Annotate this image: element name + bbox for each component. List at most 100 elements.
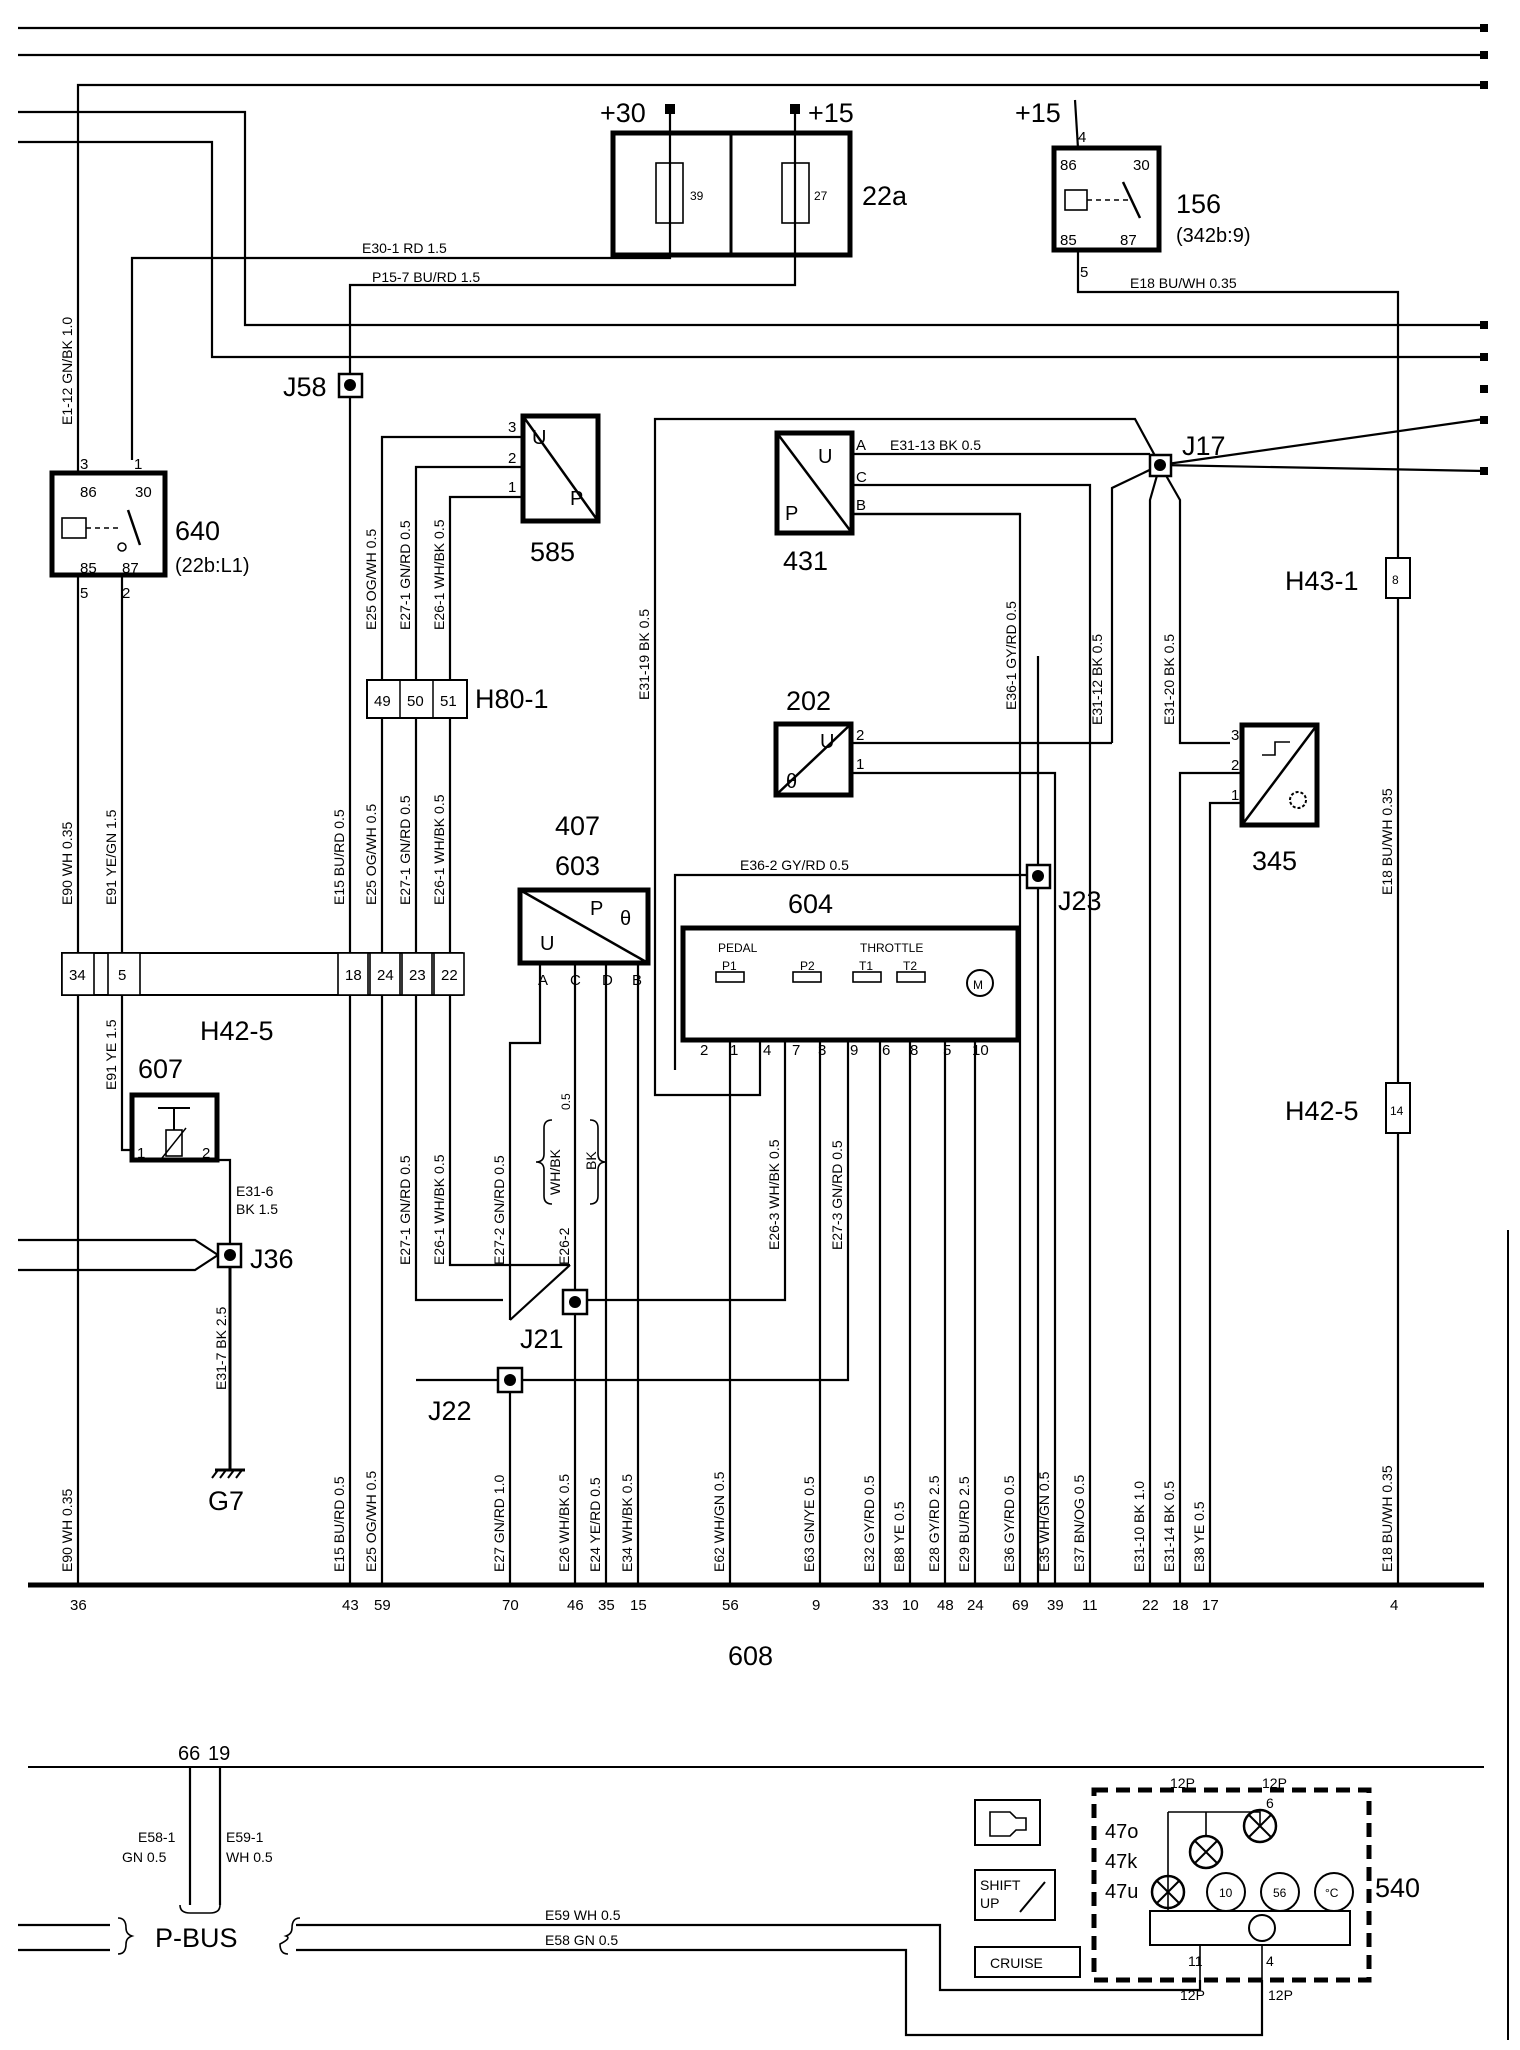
ecu-pin: 9 xyxy=(812,1597,820,1614)
ecu-pin: 10 xyxy=(902,1597,919,1614)
svg-text:CRUISE: CRUISE xyxy=(990,1955,1043,1971)
svg-text:85: 85 xyxy=(1060,232,1077,249)
ecu-wire-label: E36 GY/RD 0.5 xyxy=(1001,1475,1017,1572)
svg-text:E26-1 WH/BK 0.5: E26-1 WH/BK 0.5 xyxy=(431,519,447,630)
fuse-box-22a: +30 +15 39 27 22a E30-1 RD 1.5 P15-7 BU/… xyxy=(130,98,908,1585)
svg-text:2: 2 xyxy=(1231,757,1239,774)
sensor-431: U P 431 A C B E31-13 BK 0.5 E36-1 GY/RD … xyxy=(774,430,1150,1585)
svg-text:WH/BK: WH/BK xyxy=(547,1148,563,1195)
junction-j22: J22 E26-3 WH/BK 0.5 E27-3 GN/RD 0.5 xyxy=(416,1040,850,1585)
connector-h80-1: 49 50 51 H80-1 xyxy=(366,679,549,955)
ecu-pin: 18 xyxy=(1172,1597,1189,1614)
svg-text:J22: J22 xyxy=(428,1396,472,1426)
svg-text:J21: J21 xyxy=(520,1324,564,1354)
svg-text:UP: UP xyxy=(980,1895,999,1911)
svg-text:86: 86 xyxy=(80,484,97,501)
component-608: 608 xyxy=(728,1641,773,1671)
component-540: 540 xyxy=(1375,1873,1420,1903)
svg-text:22: 22 xyxy=(441,967,458,984)
svg-text:E26-1 WH/BK 0.5: E26-1 WH/BK 0.5 xyxy=(431,794,447,905)
ground-g7: G7 xyxy=(208,1486,244,1516)
svg-text:θ: θ xyxy=(786,771,797,793)
svg-text:47u: 47u xyxy=(1105,1881,1138,1903)
svg-text:E18 BU/WH 0.35: E18 BU/WH 0.35 xyxy=(1379,788,1395,895)
component-431: 431 xyxy=(783,546,828,576)
transistor-icon xyxy=(1248,1914,1276,1942)
ecu-pin: 22 xyxy=(1142,1597,1159,1614)
svg-text:θ: θ xyxy=(620,908,631,930)
svg-text:U: U xyxy=(540,933,554,955)
svg-text:1: 1 xyxy=(856,756,864,773)
svg-text:SHIFT: SHIFT xyxy=(980,1877,1021,1893)
fuse-27: 27 xyxy=(814,189,828,203)
component-345: 345 xyxy=(1252,846,1297,876)
svg-text:8: 8 xyxy=(1392,573,1399,587)
svg-text:4: 4 xyxy=(763,1042,771,1059)
svg-text:66: 66 xyxy=(178,1743,200,1765)
ecu-pin: 56 xyxy=(722,1597,739,1614)
component-407: 407 xyxy=(555,811,600,841)
connector-h43-1: 8 H43-1 E18 BU/WH 0.35 xyxy=(1285,557,1411,1083)
ecu-pin: 48 xyxy=(937,1597,954,1614)
svg-text:C: C xyxy=(856,469,867,486)
svg-text:10: 10 xyxy=(972,1042,989,1059)
svg-text:E26-3 WH/BK 0.5: E26-3 WH/BK 0.5 xyxy=(766,1139,782,1250)
svg-text:19: 19 xyxy=(208,1743,230,1765)
svg-text:E26-1 WH/BK 0.5: E26-1 WH/BK 0.5 xyxy=(431,1154,447,1265)
svg-text:P: P xyxy=(590,898,603,920)
svg-text:1: 1 xyxy=(137,1145,145,1162)
svg-text:GN 0.5: GN 0.5 xyxy=(122,1849,167,1865)
svg-text:P1: P1 xyxy=(722,959,737,973)
svg-text:7: 7 xyxy=(792,1042,800,1059)
ecu-pin: 35 xyxy=(598,1597,615,1614)
svg-text:P: P xyxy=(570,488,583,510)
wire-e18: E18 BU/WH 0.35 xyxy=(1130,275,1237,291)
svg-text:2: 2 xyxy=(122,585,130,602)
component-640-ref: (22b:L1) xyxy=(175,555,250,577)
connector-h42-5-right: 14 H42-5 xyxy=(1285,1082,1411,1585)
relay-156: +15 4 86 30 85 87 5 156 (342b:9) E18 BU/… xyxy=(1015,98,1400,558)
component-585: 585 xyxy=(530,537,575,567)
svg-text:E31-7 BK 2.5: E31-7 BK 2.5 xyxy=(213,1307,229,1390)
svg-text:E25 OG/WH 0.5: E25 OG/WH 0.5 xyxy=(363,804,379,905)
ecu-pin: 11 xyxy=(1082,1597,1098,1614)
svg-text:A: A xyxy=(538,972,548,989)
svg-text:E15 BU/RD 0.5: E15 BU/RD 0.5 xyxy=(331,809,347,905)
svg-text:1: 1 xyxy=(134,456,142,473)
svg-text:J58: J58 xyxy=(283,372,327,402)
svg-text:5: 5 xyxy=(118,967,126,984)
sensor-585: U P 585 3 2 1 E25 OG/WH 0.5 E27-1 GN/RD … xyxy=(363,413,601,680)
svg-text:E91 YE 1.5: E91 YE 1.5 xyxy=(103,1019,119,1090)
svg-text:6: 6 xyxy=(1266,1795,1274,1811)
svg-text:E59-1: E59-1 xyxy=(226,1829,264,1845)
svg-text:14: 14 xyxy=(1390,1104,1404,1118)
svg-text:9: 9 xyxy=(850,1042,858,1059)
svg-text:WH 0.5: WH 0.5 xyxy=(226,1849,273,1865)
svg-text:5: 5 xyxy=(80,585,88,602)
svg-text:5: 5 xyxy=(943,1042,951,1059)
component-156-ref: (342b:9) xyxy=(1176,225,1251,247)
ecu-pin: 17 xyxy=(1202,1597,1219,1614)
svg-text:E36-2 GY/RD 0.5: E36-2 GY/RD 0.5 xyxy=(740,857,849,873)
wire-e1-12: E1-12 GN/BK 1.0 xyxy=(59,317,75,425)
sensor-202: U θ 202 2 1 xyxy=(773,686,1112,1585)
ecu-wire-label: E28 GY/RD 2.5 xyxy=(926,1475,942,1572)
svg-text:E31-12 BK 0.5: E31-12 BK 0.5 xyxy=(1089,634,1105,725)
svg-text:50: 50 xyxy=(407,693,424,710)
ecu-wire-label: E38 YE 0.5 xyxy=(1191,1501,1207,1572)
svg-text:47k: 47k xyxy=(1105,1851,1138,1873)
svg-text:E27-1 GN/RD 0.5: E27-1 GN/RD 0.5 xyxy=(397,1155,413,1265)
wire-p15: P15-7 BU/RD 1.5 xyxy=(372,269,480,285)
svg-text:E91 YE/GN 1.5: E91 YE/GN 1.5 xyxy=(103,809,119,905)
warning-lamp-icon xyxy=(1150,1874,1186,1910)
svg-text:T2: T2 xyxy=(903,959,917,973)
svg-text:47o: 47o xyxy=(1105,1821,1138,1843)
svg-text:49: 49 xyxy=(374,693,391,710)
wire-e30: E30-1 RD 1.5 xyxy=(362,240,447,256)
ecu-pin: 36 xyxy=(70,1597,87,1614)
svg-text:3: 3 xyxy=(1231,727,1239,744)
svg-text:U: U xyxy=(820,731,834,753)
svg-text:E26-2: E26-2 xyxy=(556,1227,572,1265)
svg-text:U: U xyxy=(818,446,832,468)
